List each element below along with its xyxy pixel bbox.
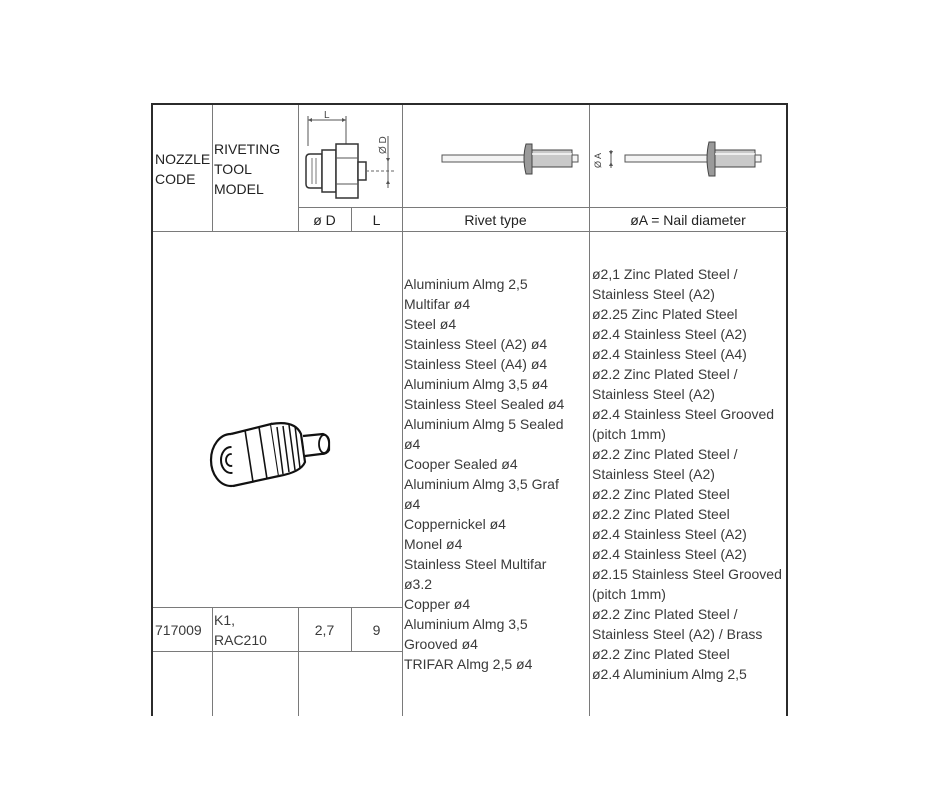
diagram-label-l: L (324, 110, 330, 121)
list-item: Aluminium Almg 3,5 ø4 (404, 376, 548, 392)
nozzle-code-header: NOZZLE CODE (155, 151, 211, 187)
col-divider (298, 607, 299, 716)
rivet-type-header: Rivet type (464, 212, 527, 228)
list-item: (pitch 1mm) (592, 586, 666, 602)
list-item: ø2.2 Zinc Plated Steel (592, 506, 730, 522)
list-item: Aluminium Almg 3,5 (404, 616, 528, 632)
tool-model-cell: K1, RAC210 (214, 612, 267, 648)
list-item: ø2,1 Zinc Plated Steel / (592, 266, 738, 282)
list-item: ø2.4 Stainless Steel (A2) (592, 326, 747, 342)
list-item: Stainless Steel (A2) ø4 (404, 336, 548, 352)
diagram-label-a: Ø A (593, 153, 603, 168)
list-item: ø2.4 Stainless Steel (A4) (592, 346, 747, 362)
list-item: Grooved ø4 (404, 636, 478, 652)
nail-diameter-list: ø2,1 Zinc Plated Steel / Stainless Steel… (592, 264, 782, 684)
nozzle-code-cell: 717009 (155, 622, 202, 638)
list-item: Stainless Steel Multifar (404, 556, 547, 572)
list-item: Stainless Steel (A2) (592, 286, 715, 302)
list-item: Coppernickel ø4 (404, 516, 506, 532)
list-item: Stainless Steel (A2) / Brass (592, 626, 763, 642)
row-divider (153, 231, 787, 232)
nozzle-product-image (209, 422, 331, 488)
row-divider (153, 651, 402, 652)
list-item: Cooper Sealed ø4 (404, 456, 518, 472)
list-item: ø2.25 Zinc Plated Steel (592, 306, 738, 322)
tool-model-header: RIVETING TOOL MODEL (214, 141, 281, 197)
col-divider (212, 607, 213, 716)
diam-cell: 2,7 (314, 622, 335, 638)
col-divider (298, 105, 299, 231)
list-item: TRIFAR Almg 2,5 ø4 (404, 656, 533, 672)
list-item: ø2.15 Stainless Steel Grooved (592, 566, 782, 582)
col-divider (402, 105, 403, 716)
list-item: Stainless Steel (A2) (592, 466, 715, 482)
list-item: ø2.4 Stainless Steel (A2) (592, 546, 747, 562)
nozzle-dimension-diagram: L Ø D (305, 110, 394, 199)
length-cell: 9 (372, 622, 381, 638)
row-divider (153, 607, 402, 608)
row-divider (298, 207, 402, 208)
list-item: Aluminium Almg 5 Sealed (404, 416, 564, 432)
col-divider (589, 105, 590, 716)
rivet-diagram (441, 143, 579, 175)
nozzle-table (151, 103, 788, 716)
list-item: Stainless Steel (A4) ø4 (404, 356, 548, 372)
list-item: Steel ø4 (404, 316, 457, 332)
list-item: Aluminium Almg 3,5 Graf (404, 476, 559, 492)
list-item: ø2.2 Zinc Plated Steel / (592, 446, 738, 462)
list-item: ø4 (404, 436, 421, 452)
length-l-header: L (372, 212, 381, 228)
list-item: Stainless Steel Sealed ø4 (404, 396, 565, 412)
diam-d-header: ø D (313, 212, 336, 228)
list-item: ø2.4 Stainless Steel (A2) (592, 526, 747, 542)
list-item: Aluminium Almg 2,5 (404, 276, 528, 292)
list-item: Multifar ø4 (404, 296, 471, 312)
list-item: ø2.4 Stainless Steel Grooved (592, 406, 775, 422)
list-item: ø2.2 Zinc Plated Steel (592, 486, 730, 502)
list-item: ø2.2 Zinc Plated Steel / (592, 606, 738, 622)
list-item: ø4 (404, 496, 421, 512)
list-item: (pitch 1mm) (592, 426, 666, 442)
list-item: ø2.2 Zinc Plated Steel (592, 646, 730, 662)
list-item: Copper ø4 (404, 596, 471, 612)
rivet-type-list: Aluminium Almg 2,5 Multifar ø4 Steel ø4 … (404, 274, 564, 674)
nail-diameter-header: øA = Nail diameter (630, 212, 746, 228)
list-item: ø2.4 Aluminium Almg 2,5 (592, 666, 747, 682)
diagram-label-d: Ø D (378, 136, 389, 154)
list-item: ø2.2 Zinc Plated Steel / (592, 366, 738, 382)
list-item: Monel ø4 (404, 536, 463, 552)
row-divider (402, 207, 787, 208)
col-divider (351, 607, 352, 652)
col-divider (351, 207, 352, 231)
list-item: ø3.2 (404, 576, 433, 592)
nail-diagram: Ø A (593, 141, 762, 177)
list-item: Stainless Steel (A2) (592, 386, 715, 402)
col-divider (212, 105, 213, 231)
